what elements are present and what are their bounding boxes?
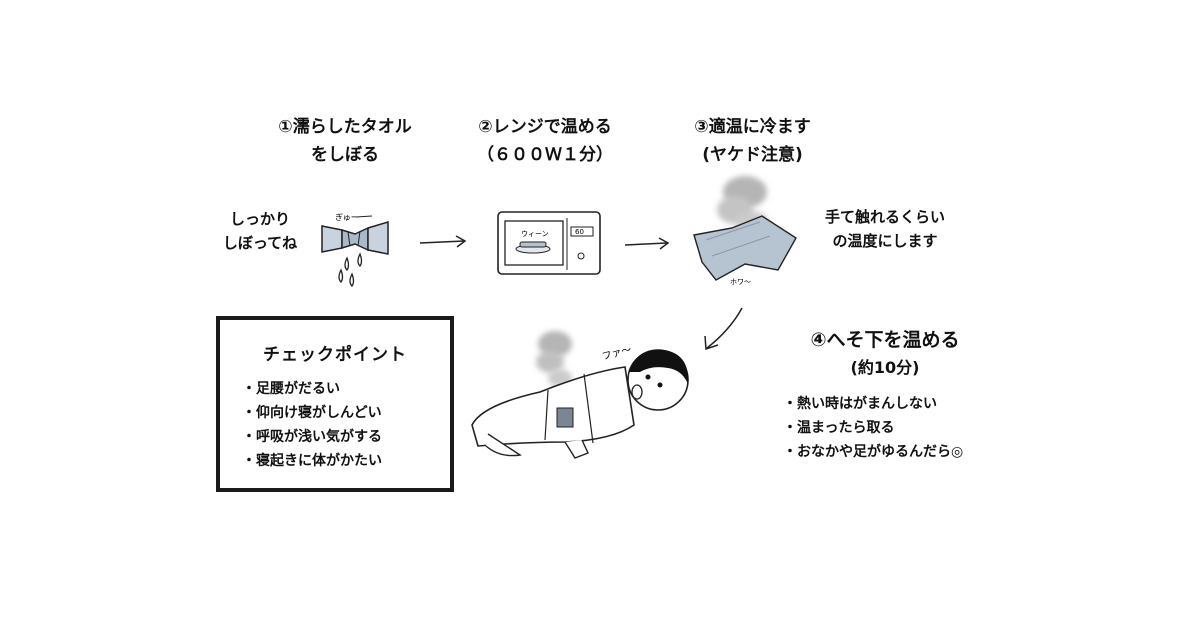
step2-title: ②レンジで温める （６００Ｗ１分） [450,113,640,169]
lying-person-icon [471,349,689,459]
step3-sfx: ホワ〜 [730,278,751,286]
step3-note-line1: 手て触れるくらい [824,208,945,226]
step4-tip: 熱い時はがまんしない [783,392,1013,416]
arrow-right-icon [624,237,670,250]
step1-sfx: ぎゅー [335,212,359,222]
step3-title-line1: ③適温に冷ます [694,117,811,137]
step1-title-line1: ①濡らしたタオル [278,117,412,137]
step4-tip: 温まったら取る [783,416,1013,440]
checkpoint-item: 足腰がだるい [242,377,450,401]
checkpoint-title: チェックポイント [263,345,407,365]
step4-title-line2: (約10分) [850,358,920,377]
step3-note: 手て触れるくらい の温度にします [800,205,970,253]
step1-title-line2: をしぼる [311,145,379,165]
arrow-right-icon [419,235,467,248]
step4-title-line1: ④へそ下を温める [810,329,960,351]
checkpoint-box: チェックポイント 足腰がだるい 仰向け寝がしんどい 呼吸が浅い気がする 寝起きに… [216,316,454,492]
checkpoint-item: 呼吸が浅い気がする [242,425,450,449]
step4-tip: おなかや足がゆるんだら◎ [783,440,1013,464]
steam-icon [536,331,572,387]
checkpoint-list: 足腰がだるい 仰向け寝がしんどい 呼吸が浅い気がする 寝起きに体がかたい [242,377,450,473]
step1-title: ①濡らしたタオル をしぼる [250,113,440,169]
step1-note-line1: しっかり [229,210,290,228]
step3-note-line2: の温度にします [832,232,938,250]
step4-title: ④へそ下を温める (約10分) [780,326,990,382]
step1-note: しっかり しぼってね [205,207,315,255]
step3-title-line2: (ヤケド注意) [702,145,803,165]
microwave-display: 60 [575,228,584,236]
step2-title-line2: （６００Ｗ１分） [477,145,613,165]
step2-title-line1: ②レンジで温める [478,117,612,137]
step3-title: ③適温に冷ます (ヤケド注意) [660,113,845,169]
step4-tips: 熱い時はがまんしない 温まったら取る おなかや足がゆるんだら◎ [783,392,1013,464]
step2-sfx: ウィーン [521,230,549,238]
towel-icon [693,215,797,281]
step1-note-line2: しぼってね [222,234,298,252]
wrung-towel-icon [321,220,389,287]
microwave-icon [497,211,601,275]
arrow-down-left-icon [704,307,743,351]
step4-sfx: ファ〜 [601,345,633,363]
checkpoint-item: 寝起きに体がかたい [242,449,450,473]
checkpoint-item: 仰向け寝がしんどい [242,401,450,425]
